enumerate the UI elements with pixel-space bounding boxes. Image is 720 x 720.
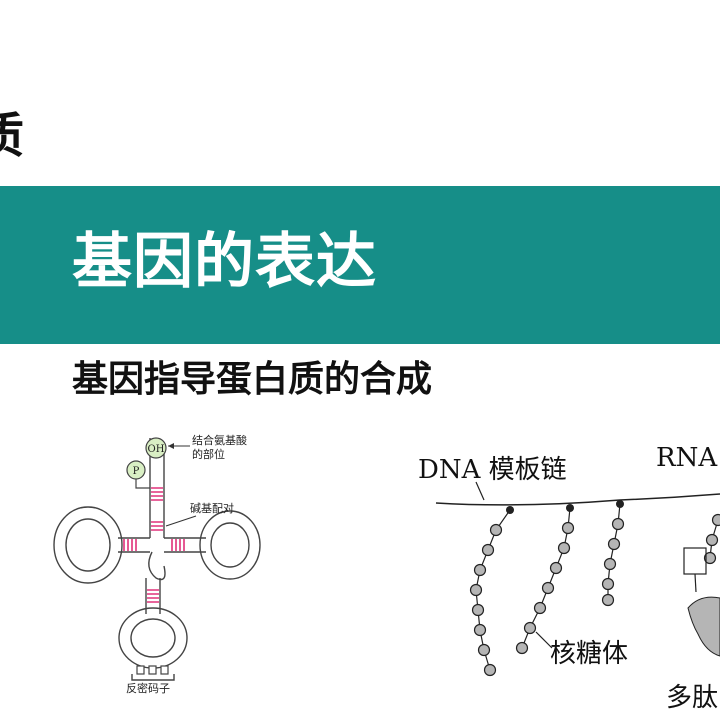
amino-acid-bead [471, 603, 485, 617]
oh-circle [145, 437, 167, 459]
amino-acid-bead [483, 663, 497, 677]
amino-acid-bead [477, 643, 491, 657]
dna-pointer [475, 481, 485, 501]
anticodon-bracket [131, 674, 175, 681]
ribosome-label: 核糖体 [550, 639, 628, 669]
variable-loop [148, 551, 166, 581]
title-fragment: 质 [0, 108, 25, 164]
phosphate-connector [135, 479, 150, 489]
anticodon-base [148, 665, 157, 675]
t-loop [199, 510, 261, 580]
ribosome-pointer [535, 631, 553, 649]
base-pairs-acceptor [151, 487, 163, 501]
base-pairs-acceptor-lower [151, 521, 163, 531]
polypeptide-label: 多肽 [666, 683, 718, 713]
anticodon-loop [118, 607, 188, 669]
amino-acid-bead [541, 581, 555, 595]
zoom-box [683, 547, 707, 575]
rna-label: RNA [656, 443, 718, 473]
dna-template-label: DNA 模板链 [418, 455, 567, 485]
mrna-strand [435, 493, 720, 506]
anticodon-loop-inner [130, 618, 176, 658]
polypeptide-chain-1 [469, 506, 514, 677]
translation-diagram: DNA 模板链 RNA [418, 443, 720, 713]
amino-acid-bead [703, 551, 717, 565]
t-loop-inner [210, 522, 250, 568]
amino-acid-bead [601, 577, 615, 591]
amino-acid-bead [515, 641, 529, 655]
attachment-node [506, 506, 514, 514]
title-banner: 基因的表达 [0, 186, 720, 344]
d-arm [118, 537, 150, 553]
amino-acid-bead [601, 593, 615, 607]
amino-acid-bead [523, 621, 537, 635]
anticodon-base [160, 665, 169, 675]
arrow-icon [168, 443, 174, 449]
anticodon-label: 反密码子 [126, 681, 170, 695]
polypeptide-chain-4 [703, 513, 720, 565]
amino-acid-bead [549, 561, 563, 575]
folded-polypeptide-shape [687, 596, 720, 657]
amino-acid-bead [473, 623, 487, 637]
anticodon-base [136, 665, 145, 675]
base-pairing-pointer [165, 515, 197, 527]
phosphate-label: P [133, 466, 140, 477]
base-pairs-anticodon-stem [147, 589, 159, 603]
t-arm [164, 537, 206, 553]
amino-acid-bead [607, 537, 621, 551]
polypeptide-chain-2 [515, 504, 575, 655]
d-loop-inner [65, 518, 111, 572]
base-pairs-t-arm [171, 539, 185, 551]
amino-acid-bead [705, 533, 719, 547]
amino-acid-bead [489, 523, 503, 537]
amino-acid-bead [469, 583, 483, 597]
base-pairing-label: 碱基配对 [190, 501, 234, 515]
amino-acid-bead [481, 543, 495, 557]
acceptor-stem [149, 454, 165, 538]
oh-label: OH [148, 444, 165, 455]
amino-acid-bead [611, 517, 625, 531]
amino-acid-bead [557, 541, 571, 555]
zoom-connector [694, 573, 697, 593]
amino-acid-bead [561, 521, 575, 535]
amino-acid-site-label-line2: 的部位 [192, 447, 225, 461]
slide-subtitle: 基因指导蛋白质的合成 [72, 359, 433, 400]
amino-acid-bead [603, 557, 617, 571]
amino-acid-bead [533, 601, 547, 615]
amino-acid-site-label: 结合氨基酸 [192, 433, 247, 447]
polypeptide-chain-3 [601, 500, 625, 607]
amino-acid-bead [711, 513, 720, 527]
section-title: 基因的表达 [72, 227, 377, 297]
base-pairs-d-arm [123, 539, 137, 551]
amino-acid-bead [473, 563, 487, 577]
d-loop [53, 506, 123, 584]
attachment-node [566, 504, 574, 512]
attachment-node [616, 500, 624, 508]
trna-cloverleaf-diagram: OH P 结合氨基酸 的部位 碱基配对 反密码子 [53, 433, 261, 695]
